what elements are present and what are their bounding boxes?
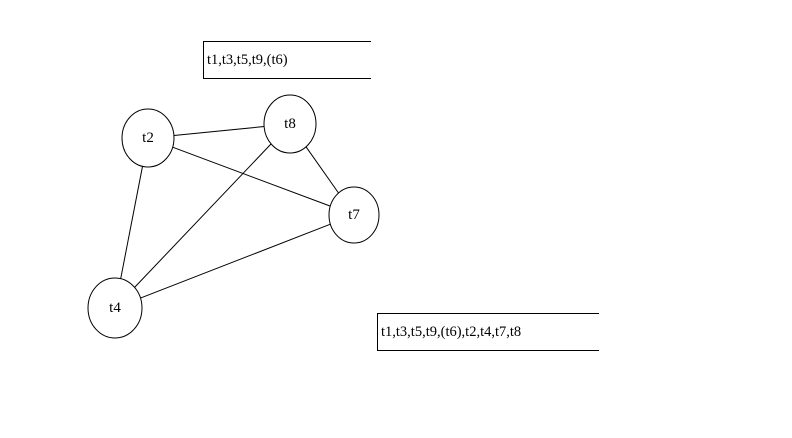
edge-t2-t8 xyxy=(173,126,265,136)
node-label-t8: t8 xyxy=(284,116,296,132)
annotation-box-top: t1,t3,t5,t9,(t6) xyxy=(203,41,371,79)
edge-t2-t4 xyxy=(120,166,143,279)
annotation-label-top: t1,t3,t5,t9,(t6) xyxy=(207,51,288,68)
node-circle-t8[interactable] xyxy=(263,94,317,154)
edge-t8-t4 xyxy=(134,143,272,288)
edge-t2-t7 xyxy=(172,146,331,207)
graph-node-t2[interactable]: t2 xyxy=(121,108,175,168)
nodes-layer: t2 t8 t7 t4 xyxy=(87,94,380,339)
node-circle-t2[interactable] xyxy=(121,108,175,168)
edge-t4-t7 xyxy=(140,223,331,299)
node-label-t4: t4 xyxy=(109,300,121,316)
graph-node-t7[interactable]: t7 xyxy=(328,186,380,244)
edges-layer xyxy=(120,126,339,299)
node-circle-t7[interactable] xyxy=(328,186,380,244)
node-label-t7: t7 xyxy=(348,207,360,223)
edge-t8-t7 xyxy=(305,146,339,194)
node-label-t2: t2 xyxy=(142,130,154,146)
node-circle-t4[interactable] xyxy=(87,277,143,339)
annotation-label-bottom: t1,t3,t5,t9,(t6),t2,t4,t7,t8 xyxy=(381,323,522,340)
graph-node-t4[interactable]: t4 xyxy=(87,277,143,339)
annotation-box-bottom: t1,t3,t5,t9,(t6),t2,t4,t7,t8 xyxy=(377,313,599,351)
graph-node-t8[interactable]: t8 xyxy=(263,94,317,154)
